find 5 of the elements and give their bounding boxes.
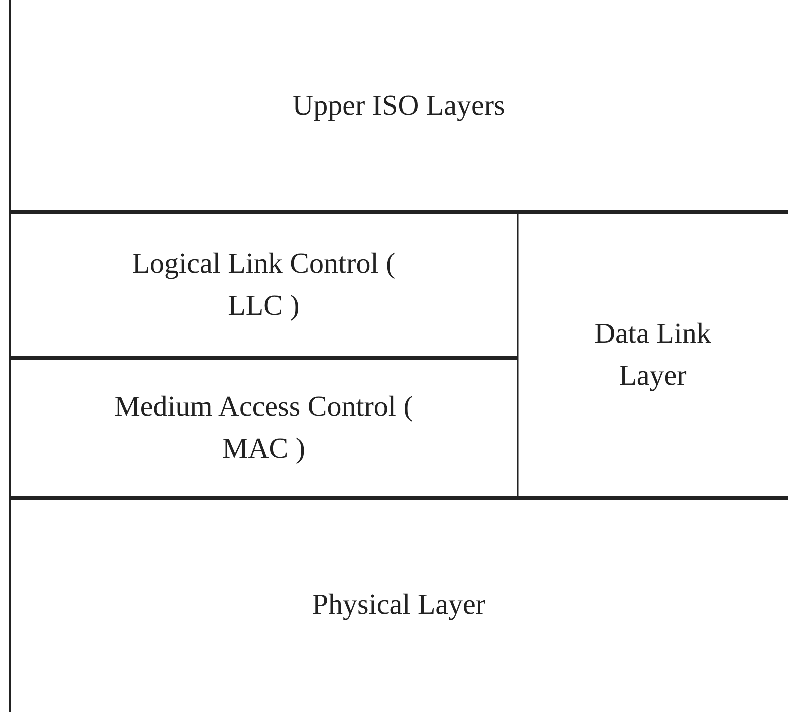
layer-label: Upper ISO Layers [292, 88, 506, 124]
layer-label: Physical Layer [312, 588, 486, 623]
layer-label: Data Link Layer [594, 316, 712, 394]
sublayer-label: Logical Link Control ( LLC ) [131, 246, 397, 324]
sublayer-label: Medium Access Control ( MAC ) [114, 390, 414, 467]
